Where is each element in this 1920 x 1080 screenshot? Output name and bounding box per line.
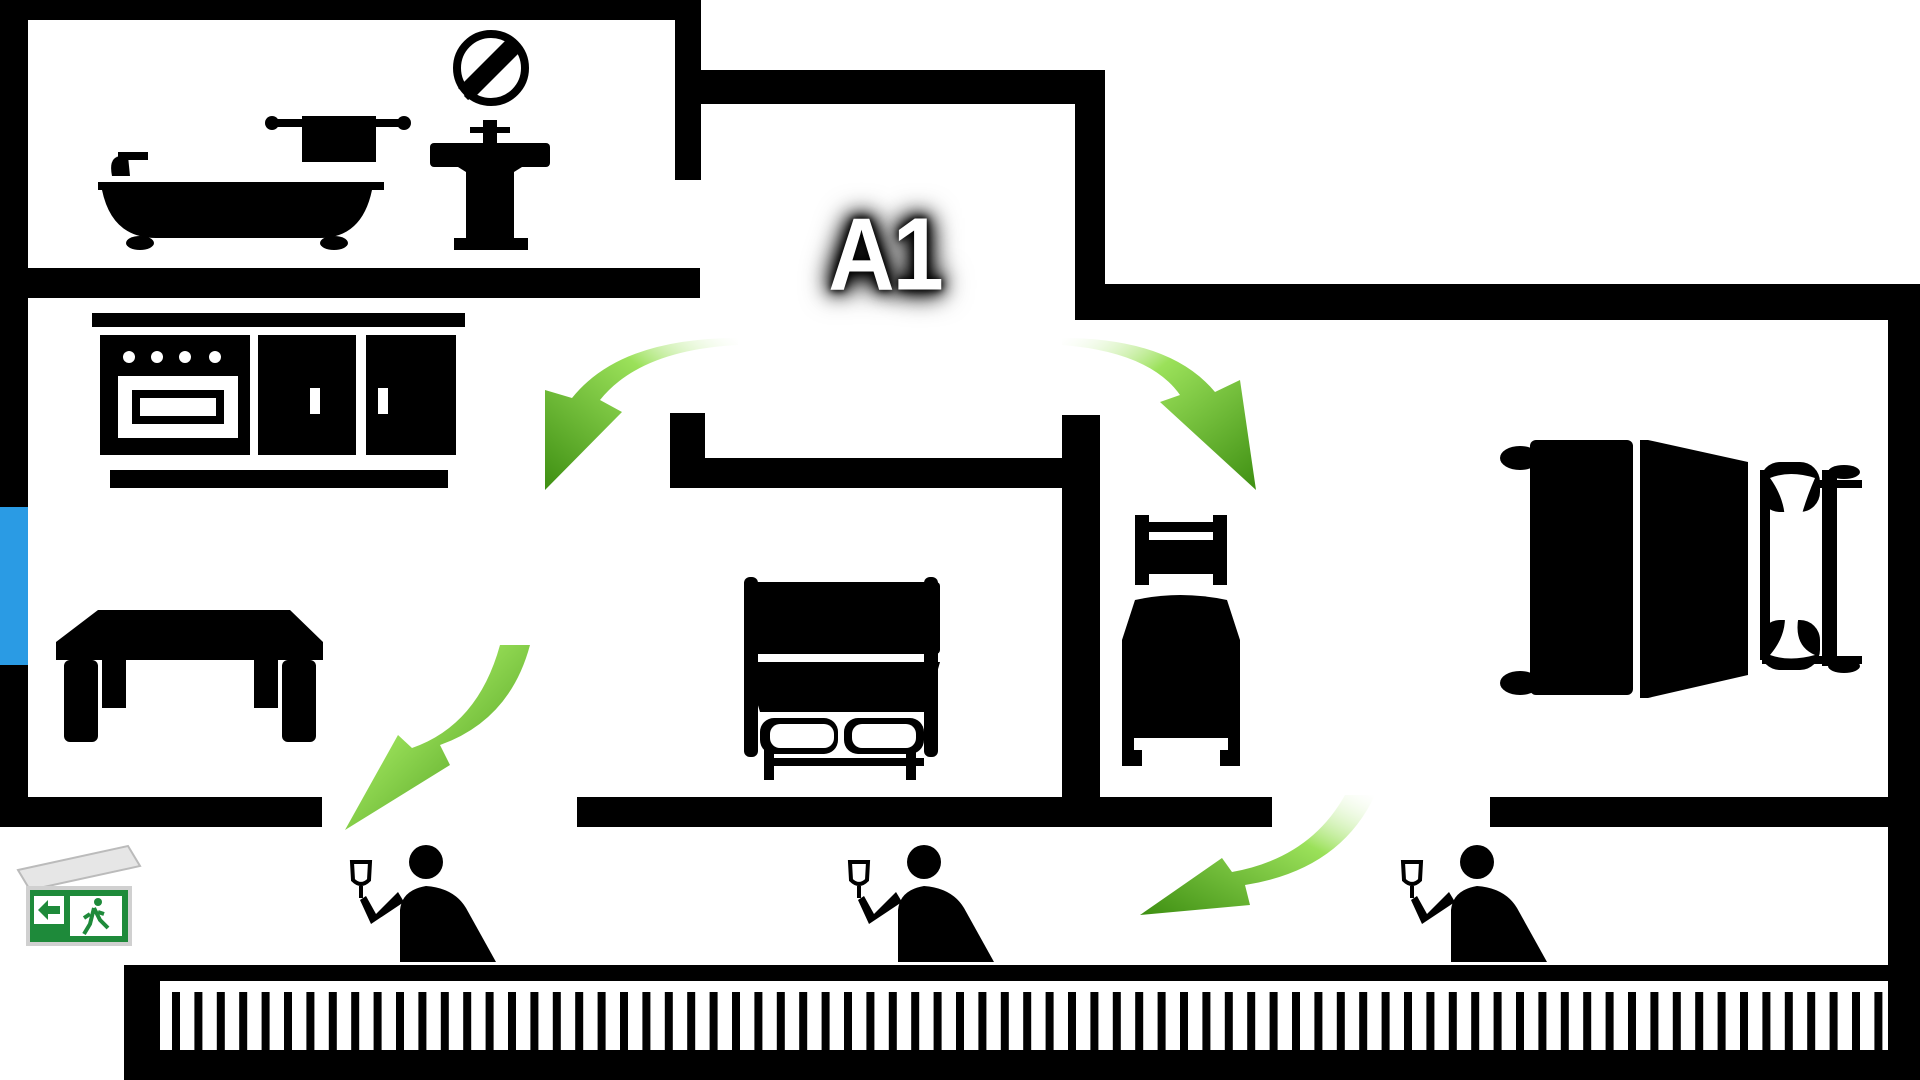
- railing-bar: [1135, 992, 1144, 1050]
- balcony-railing: [172, 992, 1883, 1050]
- arrow-top-left: [545, 338, 738, 490]
- arrow-lower-right: [1140, 795, 1375, 915]
- railing-bar: [1829, 992, 1838, 1050]
- sink-icon: [430, 120, 550, 250]
- arrow-top-right: [1062, 338, 1256, 490]
- railing-bar: [620, 992, 628, 1050]
- railing-bar: [1448, 992, 1457, 1050]
- railing-bar: [799, 992, 808, 1050]
- railing-bar: [1538, 992, 1547, 1050]
- railing-bar: [328, 992, 337, 1050]
- railing-bar: [933, 992, 942, 1050]
- railing-bar: [306, 992, 315, 1050]
- guest-with-wine-icon: [1401, 843, 1549, 964]
- railing-bar: [1695, 992, 1704, 1050]
- railing-bar: [866, 992, 875, 1050]
- railing-bar: [1269, 992, 1278, 1050]
- railing-bar: [1628, 992, 1636, 1050]
- railing-bar: [664, 992, 673, 1050]
- railing-bar: [642, 992, 651, 1050]
- bathtub-icon: [98, 152, 384, 250]
- railing-bar: [463, 992, 472, 1050]
- guest-with-wine-icon: [350, 843, 498, 964]
- railing-bar: [1045, 992, 1054, 1050]
- mirror-icon: [453, 30, 529, 106]
- railing-bar: [1560, 992, 1569, 1050]
- railing-bar: [956, 992, 964, 1050]
- railing-bar: [239, 992, 248, 1050]
- railing-bar: [1336, 992, 1345, 1050]
- railing-bar: [1157, 992, 1166, 1050]
- railing-bar: [597, 992, 606, 1050]
- railing-bar: [1023, 992, 1032, 1050]
- single-bed-icon: [1122, 515, 1240, 758]
- railing-bar: [1381, 992, 1390, 1050]
- railing-bar: [754, 992, 763, 1050]
- railing-bar: [732, 992, 740, 1050]
- railing-bar: [687, 992, 696, 1050]
- accent-strip: [0, 507, 28, 665]
- railing-bar: [440, 992, 449, 1050]
- railing-bar: [911, 992, 920, 1050]
- railing-bar: [1583, 992, 1592, 1050]
- railing-bar: [373, 992, 382, 1050]
- railing-bar: [1874, 992, 1883, 1050]
- railing-bar: [485, 992, 494, 1050]
- railing-bar: [1292, 992, 1300, 1050]
- railing-bar: [216, 992, 225, 1050]
- railing-bar: [1516, 992, 1524, 1050]
- railing-bar: [1202, 992, 1211, 1050]
- railing-bar: [575, 992, 584, 1050]
- double-bed-icon: [744, 577, 940, 780]
- table-icon: [56, 610, 323, 742]
- railing-bar: [351, 992, 360, 1050]
- railing-bar: [1247, 992, 1256, 1050]
- railing-bar: [1224, 992, 1233, 1050]
- arrow-lower-left: [345, 645, 530, 830]
- railing-bar: [1740, 992, 1748, 1050]
- exit-sign-icon: [16, 844, 142, 946]
- railing-bar: [1068, 992, 1076, 1050]
- railing-bar: [1180, 992, 1188, 1050]
- railing-bar: [1672, 992, 1681, 1050]
- railing-bar: [1000, 992, 1009, 1050]
- railing-bar: [530, 992, 539, 1050]
- railing-bar: [1426, 992, 1435, 1050]
- railing-bar: [1650, 992, 1659, 1050]
- flow-arrows: [345, 338, 1375, 915]
- railing-bar: [1359, 992, 1368, 1050]
- railing-bar: [978, 992, 987, 1050]
- railing-bar: [1807, 992, 1816, 1050]
- railing-bar: [194, 992, 203, 1050]
- unit-label: A1: [828, 197, 944, 312]
- railing-bar: [821, 992, 830, 1050]
- railing-bar: [1471, 992, 1480, 1050]
- railing-bar: [1784, 992, 1793, 1050]
- railing-bar: [1112, 992, 1121, 1050]
- railing-bar: [1762, 992, 1771, 1050]
- railing-bar: [1404, 992, 1412, 1050]
- railing-bar: [1090, 992, 1099, 1050]
- railing-bar: [552, 992, 561, 1050]
- railing-bar: [776, 992, 785, 1050]
- railing-bar: [1852, 992, 1860, 1050]
- railing-bar: [396, 992, 404, 1050]
- railing-bar: [1314, 992, 1323, 1050]
- railing-bar: [284, 992, 292, 1050]
- railing-bar: [1717, 992, 1726, 1050]
- guest-with-wine-icon: [848, 843, 996, 964]
- railing-bar: [172, 992, 180, 1050]
- railing-bar: [261, 992, 270, 1050]
- railing-bar: [1605, 992, 1614, 1050]
- towel-rail-icon: [265, 116, 411, 162]
- railing-bar: [844, 992, 852, 1050]
- railing-bar: [418, 992, 427, 1050]
- railing-bar: [709, 992, 718, 1050]
- railing-bar: [508, 992, 516, 1050]
- large-bed-icon: [1500, 440, 1862, 698]
- railing-bar: [888, 992, 897, 1050]
- railing-bar: [1493, 992, 1502, 1050]
